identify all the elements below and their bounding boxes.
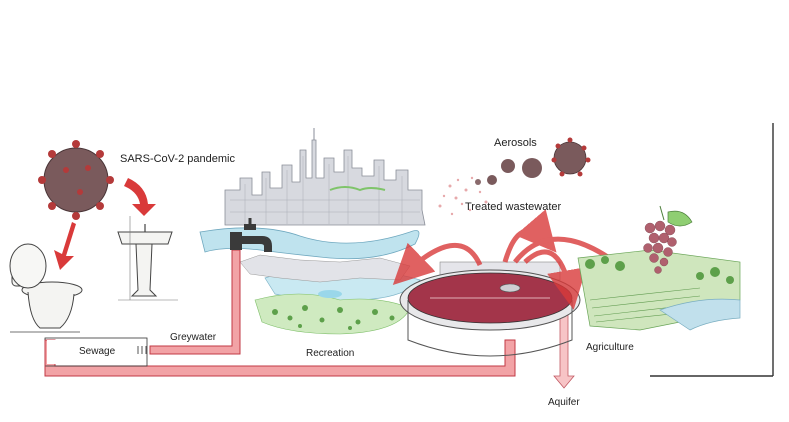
label-recreation: Recreation (306, 348, 355, 359)
grape-icon (643, 205, 693, 274)
frame-lines (650, 123, 774, 377)
treatment-tank-icon (399, 261, 581, 357)
field-icon (577, 249, 741, 331)
label-greywater: Greywater (170, 332, 217, 343)
label-treated-wastewater: Treated wastewater (465, 201, 562, 213)
label-pandemic: SARS-CoV-2 pandemic (120, 153, 235, 165)
label-agriculture: Agriculture (586, 342, 634, 353)
sink-icon (117, 216, 178, 301)
label-aerosols: Aerosols (494, 137, 537, 149)
virus-icon (38, 140, 114, 220)
label-aquifer: Aquifer (548, 397, 580, 408)
toilet-icon (9, 243, 83, 333)
flow-network (44, 249, 575, 389)
aerosol-virus-icon (475, 137, 591, 185)
virus-flow-arrows (54, 178, 156, 270)
recreation-area (239, 254, 411, 335)
city-icon (224, 128, 426, 226)
label-sewage: Sewage (79, 346, 116, 357)
aerosol-spray (438, 176, 488, 216)
tap-icon (230, 218, 272, 252)
